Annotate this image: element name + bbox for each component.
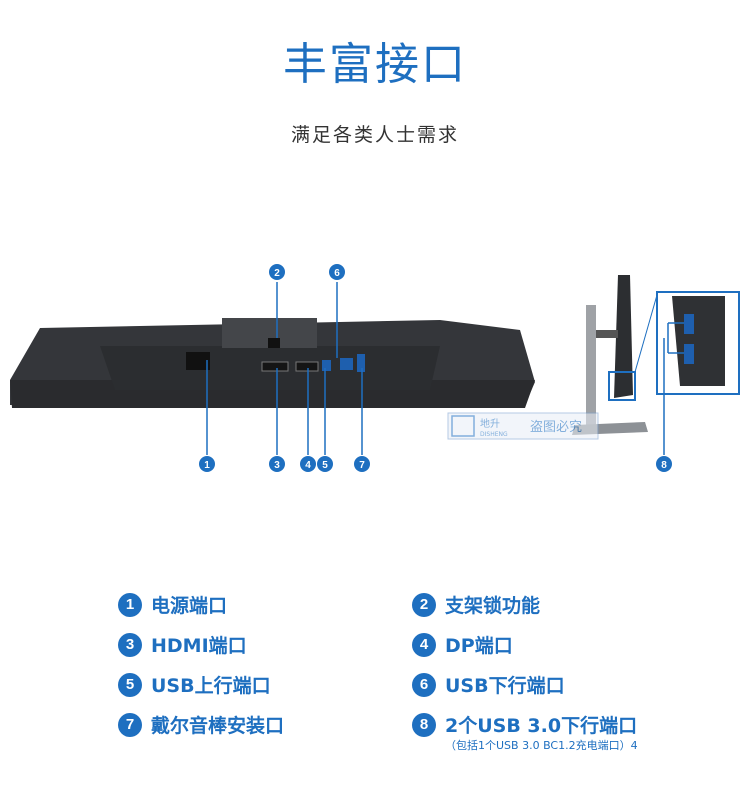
hdmi-port (261, 361, 289, 372)
watermark-logo-sub: DISHENG (480, 431, 508, 438)
legend-number: 1 (118, 592, 142, 617)
marker-2: 2 (269, 264, 285, 280)
marker-4: 4 (300, 456, 316, 472)
svg-text:2: 2 (274, 268, 280, 279)
usb-down-port (340, 358, 353, 370)
svg-text:7: 7 (359, 460, 365, 471)
legend-item-power: 1 电源端口 (118, 591, 227, 618)
svg-text:3: 3 (274, 460, 280, 471)
marker-5: 5 (317, 456, 333, 472)
legend-item-stand-lock: 2 支架锁功能 (412, 591, 540, 618)
legend-label: 支架锁功能 (445, 595, 541, 617)
legend-label: HDMI端口 (151, 635, 247, 657)
marker-1: 1 (199, 456, 215, 472)
svg-text:8: 8 (661, 460, 667, 471)
legend-number: 3 (118, 632, 142, 657)
watermark-text: 盗图必究 (530, 419, 582, 435)
zoom-usb-2 (684, 344, 694, 364)
usb-up-port (322, 360, 331, 371)
legend-item-usb-down: 6 USB下行端口 (412, 671, 565, 698)
svg-text:5: 5 (322, 460, 328, 471)
legend-number: 6 (412, 672, 436, 697)
legend-item-usb3-down: 8 2个USB 3.0下行端口 (412, 711, 637, 738)
svg-text:1: 1 (204, 460, 210, 471)
watermark-logo: 地升 (480, 417, 500, 430)
watermark: 地升 DISHENG 盗图必究 (447, 412, 599, 440)
legend-label: DP端口 (445, 635, 513, 657)
marker-8: 8 (656, 456, 672, 472)
zoom-monitor (672, 296, 725, 386)
page-subtitle: 满足各类人士需求 (290, 124, 459, 146)
stand-pole (586, 305, 596, 425)
legend-item-soundbar: 7 戴尔音棒安装口 (118, 711, 284, 738)
dp-port (295, 361, 319, 372)
power-port (186, 352, 210, 370)
soundbar-port (357, 354, 365, 372)
legend-label: 戴尔音棒安装口 (151, 715, 285, 737)
legend-item-dp: 4 DP端口 (412, 631, 513, 658)
legend-item-usb-up: 5 USB上行端口 (118, 671, 271, 698)
legend-item-hdmi: 3 HDMI端口 (118, 631, 247, 658)
stand-arm (596, 330, 618, 338)
legend-note: （包括1个USB 3.0 BC1.2充电端口）4 (445, 739, 638, 752)
page-title: 丰富接口 (283, 39, 467, 90)
legend-number: 4 (412, 632, 436, 657)
monitor-illustration: 地升 DISHENG 盗图必究 1 2 3 4 5 6 7 8 (10, 264, 740, 472)
side-highlight-box (608, 371, 636, 401)
legend-number: 5 (118, 672, 142, 697)
lock-slot (268, 338, 280, 348)
marker-7: 7 (354, 456, 370, 472)
svg-text:4: 4 (305, 460, 311, 471)
marker-6: 6 (329, 264, 345, 280)
side-monitor (614, 275, 633, 398)
legend-number: 8 (412, 712, 436, 737)
legend-label: USB上行端口 (151, 675, 271, 697)
legend-label: USB下行端口 (445, 675, 565, 697)
marker-3: 3 (269, 456, 285, 472)
zoom-usb-1 (684, 314, 694, 334)
legend-number: 7 (118, 712, 142, 737)
legend-number: 2 (412, 592, 436, 617)
ports-figure: 地升 DISHENG 盗图必究 1 2 3 4 5 6 7 8 (0, 250, 750, 490)
legend-label: 2个USB 3.0下行端口 (445, 715, 638, 737)
legend-label: 电源端口 (151, 595, 228, 617)
svg-text:6: 6 (334, 268, 340, 279)
